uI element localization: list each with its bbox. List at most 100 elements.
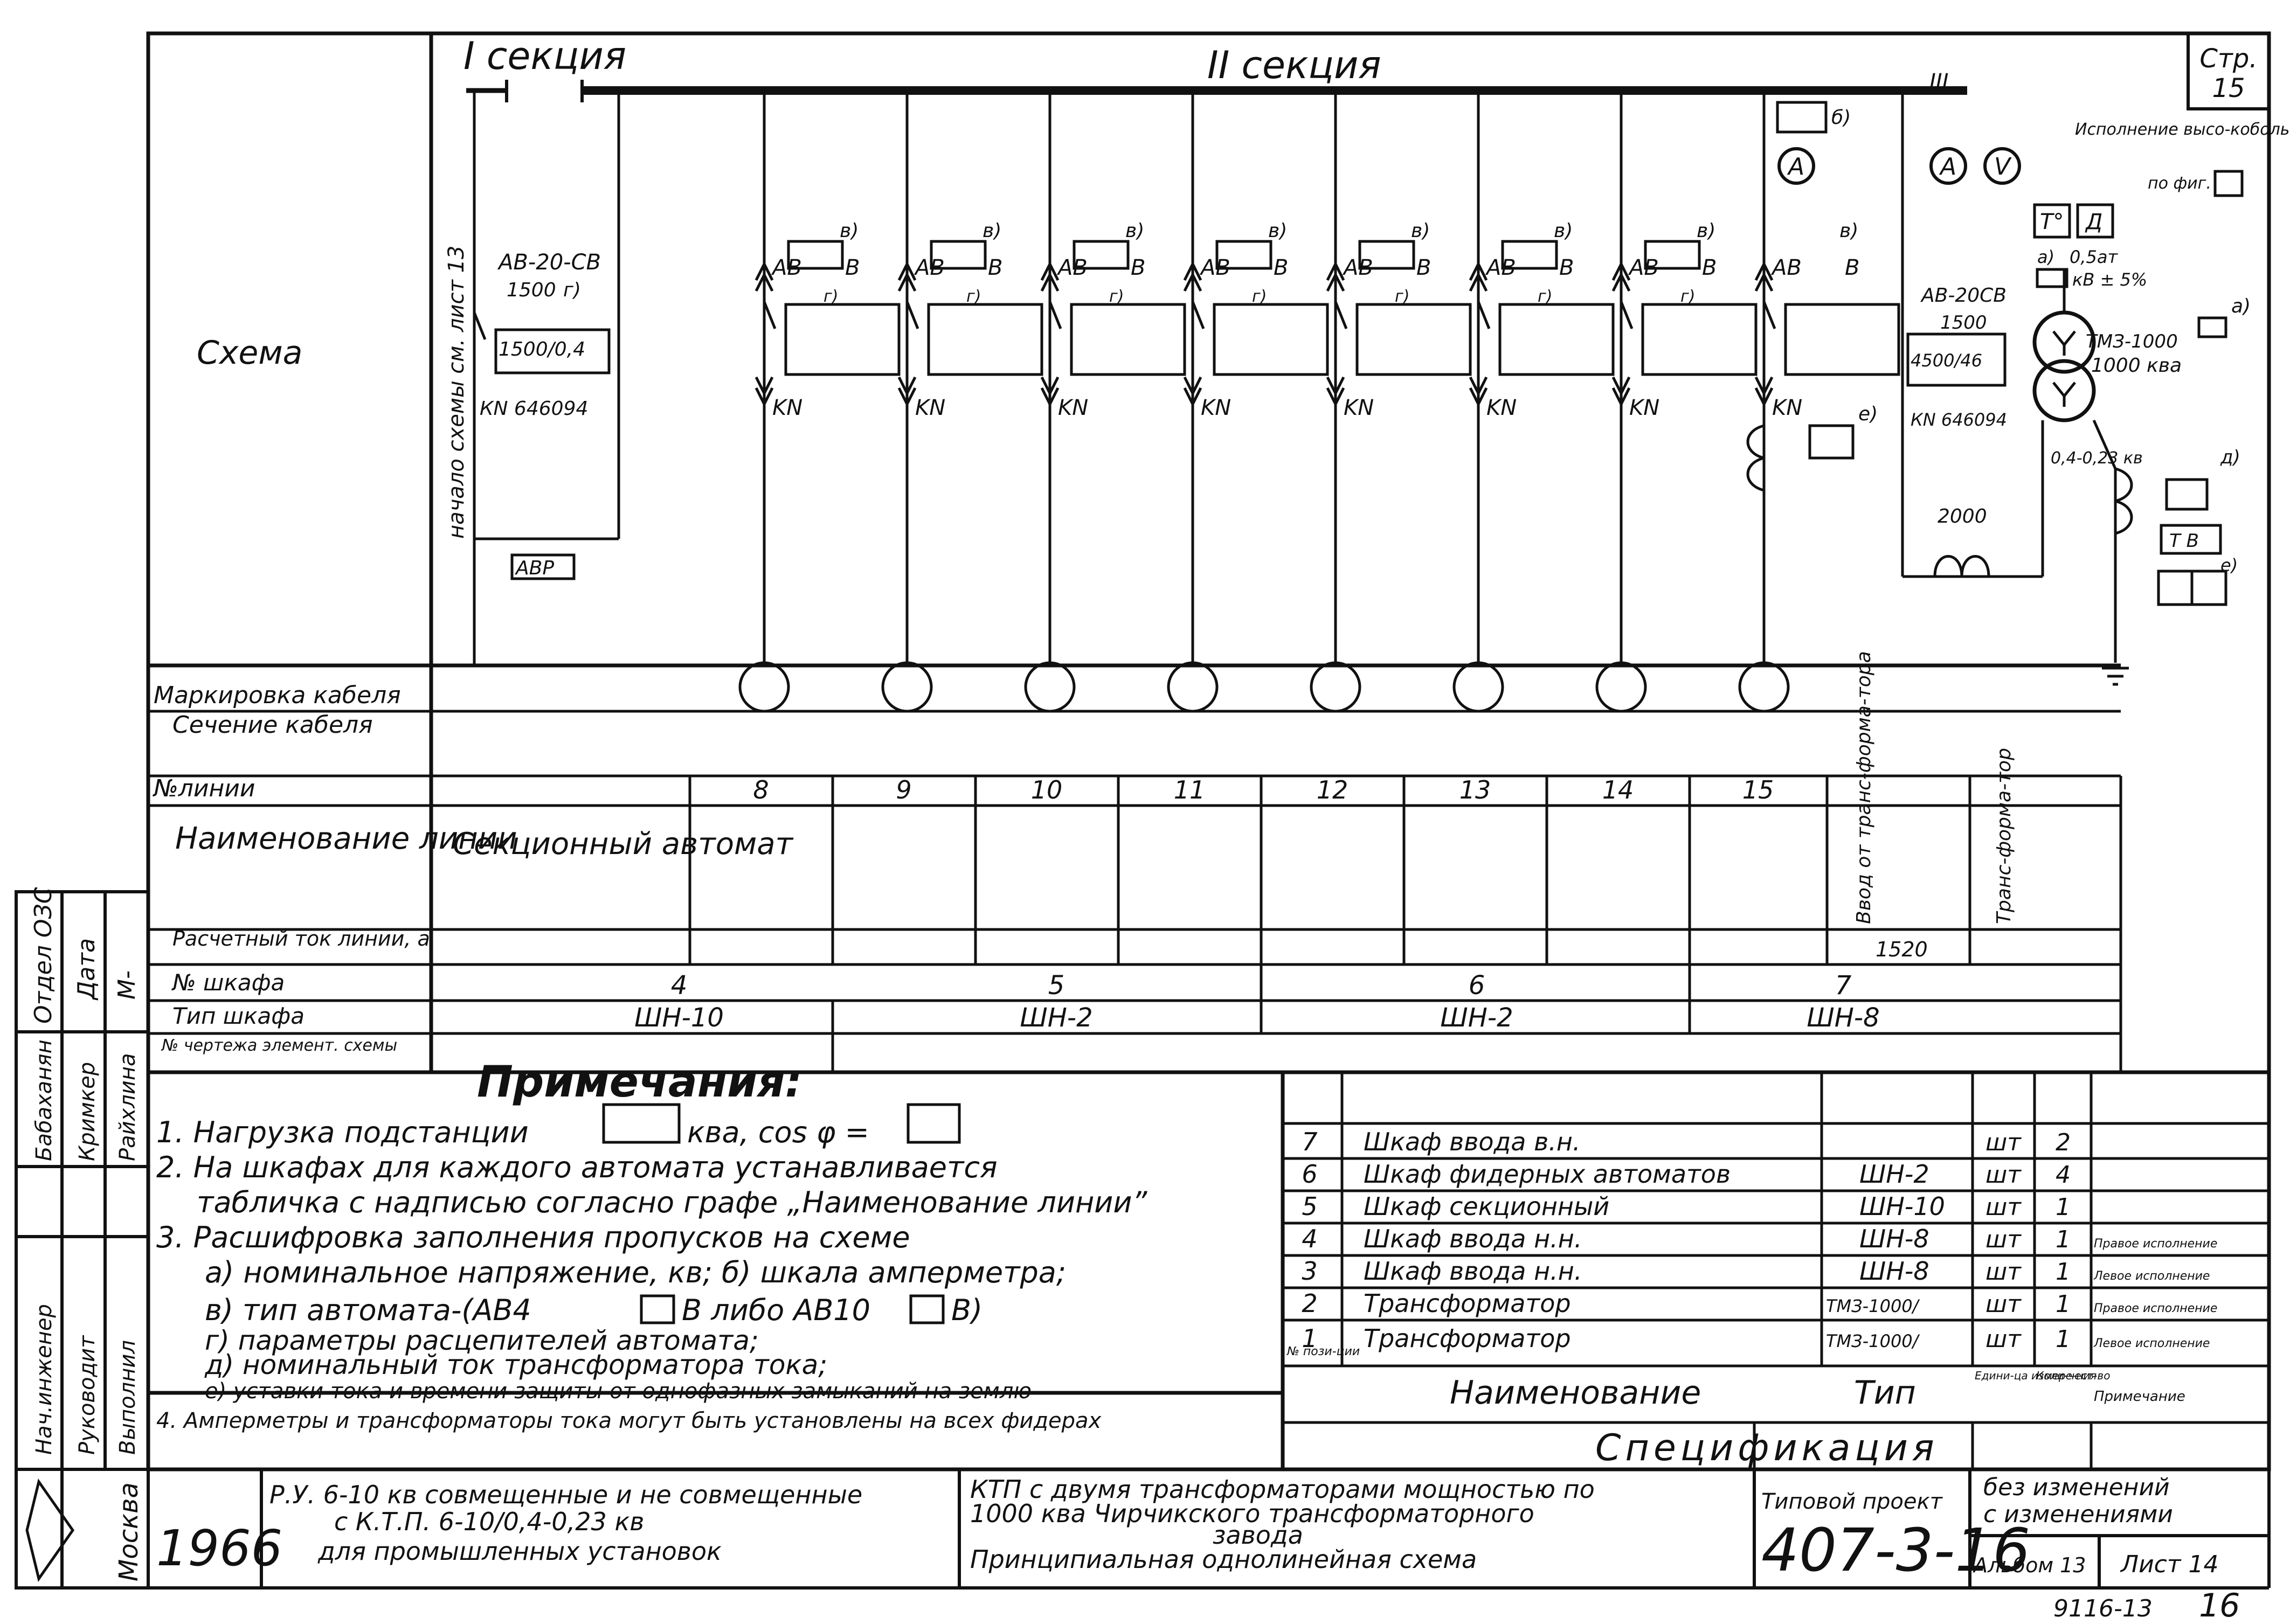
spec-unit: шт (1985, 1226, 2022, 1253)
spec-no: 3 (1302, 1257, 1317, 1286)
feeder-15: АВ В в) KN е) б) A (1738, 91, 1900, 713)
spec-header-no: № пози-ции (1286, 1345, 1360, 1358)
sect-name: Секционный автомат (453, 827, 794, 862)
feeder-breaker: АВ (914, 255, 945, 280)
spec-row-4: 4 Шкаф ввода н.н. ШН-8 шт 1 Правое испол… (1302, 1224, 2217, 1253)
bus-end-mark: III (1929, 70, 1948, 94)
feeder-14: АВ В в) г) KN (1595, 91, 1758, 713)
transformer-tb: Т В (2169, 530, 2199, 552)
trans-name: Транс-форма-тор (1993, 748, 2015, 924)
feeder-relay: KN (1629, 395, 1659, 420)
spec-header-note: Примечание (2094, 1389, 2185, 1405)
row-line-number: №линии (152, 775, 255, 802)
spec-qty: 1 (2056, 1290, 2071, 1318)
notes: Примечания: 1. Нагрузка подстанции ква, … (156, 1057, 1147, 1433)
spec-qty: 4 (2056, 1161, 2071, 1189)
stamp-project: 407-3-16 (1761, 1516, 2030, 1585)
transformer-type: ТМЗ-1000 (2086, 331, 2178, 352)
feeders: АВ В в) г) KN АВ В в) г) KN (738, 91, 1900, 713)
feeder-mark-g: г) (966, 287, 981, 306)
feeder-b: В (1416, 255, 1431, 280)
feeder-12: АВ В в) г) KN (1310, 91, 1472, 713)
feeder15-mark-e: е) (1858, 403, 1878, 425)
feeder-breaker: АВ (1485, 255, 1516, 280)
spec-note: Правое исполнение (2094, 1237, 2217, 1251)
feeder-mark-v: в) (1554, 220, 1573, 242)
spec-unit: шт (1985, 1193, 2022, 1221)
spec-type: ШН-2 (1859, 1160, 1929, 1189)
cab-4-type: ШН-10 (634, 1003, 724, 1033)
stamp-date: Дата (73, 938, 100, 1001)
spec-qty: 1 (2056, 1226, 2071, 1253)
spec-no: 4 (1302, 1224, 1317, 1253)
spec-row-7: 7 Шкаф ввода в.н. шт 2 (1302, 1127, 2071, 1156)
note-1b: ква, cos φ = (687, 1115, 869, 1149)
stamp-person-1: Бабаханян (32, 1039, 57, 1161)
avr-label: АВР (515, 557, 554, 579)
feeder-mark-v: в) (1411, 220, 1430, 242)
hv-note: Исполнение высо-кобольтного ввода (2075, 120, 2290, 139)
feeder-mark-v: в) (840, 220, 859, 242)
stamp-role-1: Нач.инженер (32, 1304, 57, 1455)
feeder-mark-v: в) (1697, 220, 1715, 242)
feeder-9: АВ В в) г) KN (881, 91, 1043, 713)
transformer-mark-a2: а) (2231, 295, 2251, 317)
spec-note: Левое исполнение (2093, 1337, 2210, 1350)
sect-breaker-relay: КN 646094 (480, 398, 588, 420)
transformer-pressure: 0,5ат (2070, 247, 2119, 267)
row-cabinet-type: Тип шкафа (172, 1003, 305, 1029)
spec-type: ТМЗ-1000/ (1826, 1331, 1920, 1351)
stamp-title1-line3: для промышленных установок (317, 1537, 722, 1566)
stamp-title1-line2: с К.Т.П. 6-10/0,4-0,23 кв (334, 1507, 644, 1536)
stamp-project-label: Типовой проект (1761, 1489, 1943, 1514)
transformer-voltage: 0,4-0,23 кв (2051, 449, 2143, 468)
feeder-breaker: АВ (1628, 255, 1659, 280)
spec-name: Шкаф ввода в.н. (1364, 1127, 1581, 1156)
cab-5-type: ШН-2 (1020, 1003, 1092, 1033)
spec-unit: шт (1985, 1258, 2022, 1286)
feeder-mark-v: в) (983, 220, 1001, 242)
incomer-ammeter: A (1939, 153, 1956, 181)
spec-type: ШН-8 (1859, 1257, 1929, 1286)
feeder-8: АВ В в) г) KN (738, 91, 901, 713)
line-8: 8 (753, 775, 769, 804)
spec-header-name: Наименование (1450, 1374, 1701, 1412)
section-breaker: АВР АВ-20-СВ 1500 г) 1500/0,4 КN 646094 (473, 91, 620, 665)
feeder-relay: KN (1201, 395, 1231, 420)
stamp-role-2: Руководит (75, 1335, 100, 1455)
section-2-label: II секция (1207, 43, 1381, 87)
feeder-mark-g: г) (1395, 287, 1409, 306)
stamp-title2-line2: 1000 ква Чирчикского трансформаторного (970, 1499, 1534, 1528)
transformer-mark-d: д) (2220, 447, 2240, 468)
incomer-ct: 2000 (1938, 505, 1987, 528)
feeder-11: АВ В в) г) KN (1167, 91, 1329, 713)
incomer-name: Ввод от транс-форма-тора (1853, 651, 1875, 924)
feeder-b: В (1702, 255, 1717, 280)
line-10: 10 (1031, 775, 1063, 804)
line-table: Маркировка кабеля Сечение кабеля №линии … (148, 651, 2122, 1072)
feeder-b: В (1559, 255, 1574, 280)
incomer-setting: 4500/46 (1911, 350, 1982, 371)
feeder-b: В (845, 255, 860, 280)
feeder-13: АВ В в) г) KN (1452, 91, 1615, 713)
footer-page: 16 (2199, 1587, 2240, 1624)
feeder-breaker: АВ (1770, 255, 1802, 280)
note-2: 2. На шкафах для каждого автомата устана… (156, 1150, 998, 1184)
row-line-name: Наименование линии (175, 821, 517, 856)
feeder-mark-g: г) (824, 287, 838, 306)
incomer-mark-b: б) (1831, 107, 1851, 129)
spec-row-5: 5 Шкаф секционный ШН-10 шт 1 (1302, 1192, 2071, 1221)
note-4: 4. Амперметры и трансформаторы тока могу… (156, 1408, 1102, 1433)
spec-row-2: 2 Трансформатор ТМЗ-1000/ шт 1 Правое ис… (1302, 1289, 2217, 1318)
stamp-title2-line1: КТП с двумя трансформаторами мощностью п… (970, 1475, 1595, 1504)
spec-name: Шкаф ввода н.н. (1364, 1224, 1582, 1253)
spec-qty: 1 (2056, 1258, 2071, 1286)
feeder-mark-v: в) (1268, 220, 1287, 242)
transformer-tap: кВ ± 5% (2072, 269, 2147, 290)
sect-breaker-mark: г) (563, 279, 581, 301)
note-3d: д) номинальный ток трансформатора тока; (204, 1349, 827, 1380)
title-block: Отдел ОЗС Дата М- Бабаханян Кримкер Райх… (15, 887, 2271, 1624)
spec-qty: 2 (2056, 1129, 2071, 1156)
spec-no: 2 (1302, 1289, 1317, 1318)
spec-header-unit: Едини-ца измере-ния (1975, 1369, 2097, 1382)
